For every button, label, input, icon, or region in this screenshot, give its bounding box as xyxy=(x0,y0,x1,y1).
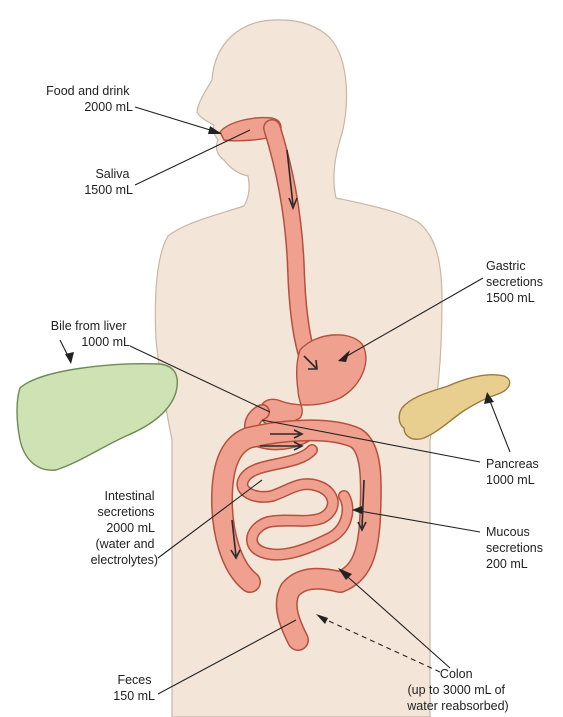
liver-shape xyxy=(17,364,177,470)
saliva-label: Saliva 1500 mL xyxy=(84,167,133,197)
bile-liver-arrow-head xyxy=(65,352,74,364)
pancreas-arrow xyxy=(488,396,510,452)
pancreas-label: Pancreas 1000 mL xyxy=(486,457,542,487)
food-label: Food and drink 2000 mL xyxy=(46,84,133,114)
intestinal-label: Intestinal secretions 2000 mL (water and… xyxy=(91,489,158,567)
mucous-label: Mucous secretions 200 mL xyxy=(486,525,546,571)
gastric-label: Gastric secretions 1500 mL xyxy=(486,259,546,305)
feces-label: Feces 150 mL xyxy=(113,673,155,703)
